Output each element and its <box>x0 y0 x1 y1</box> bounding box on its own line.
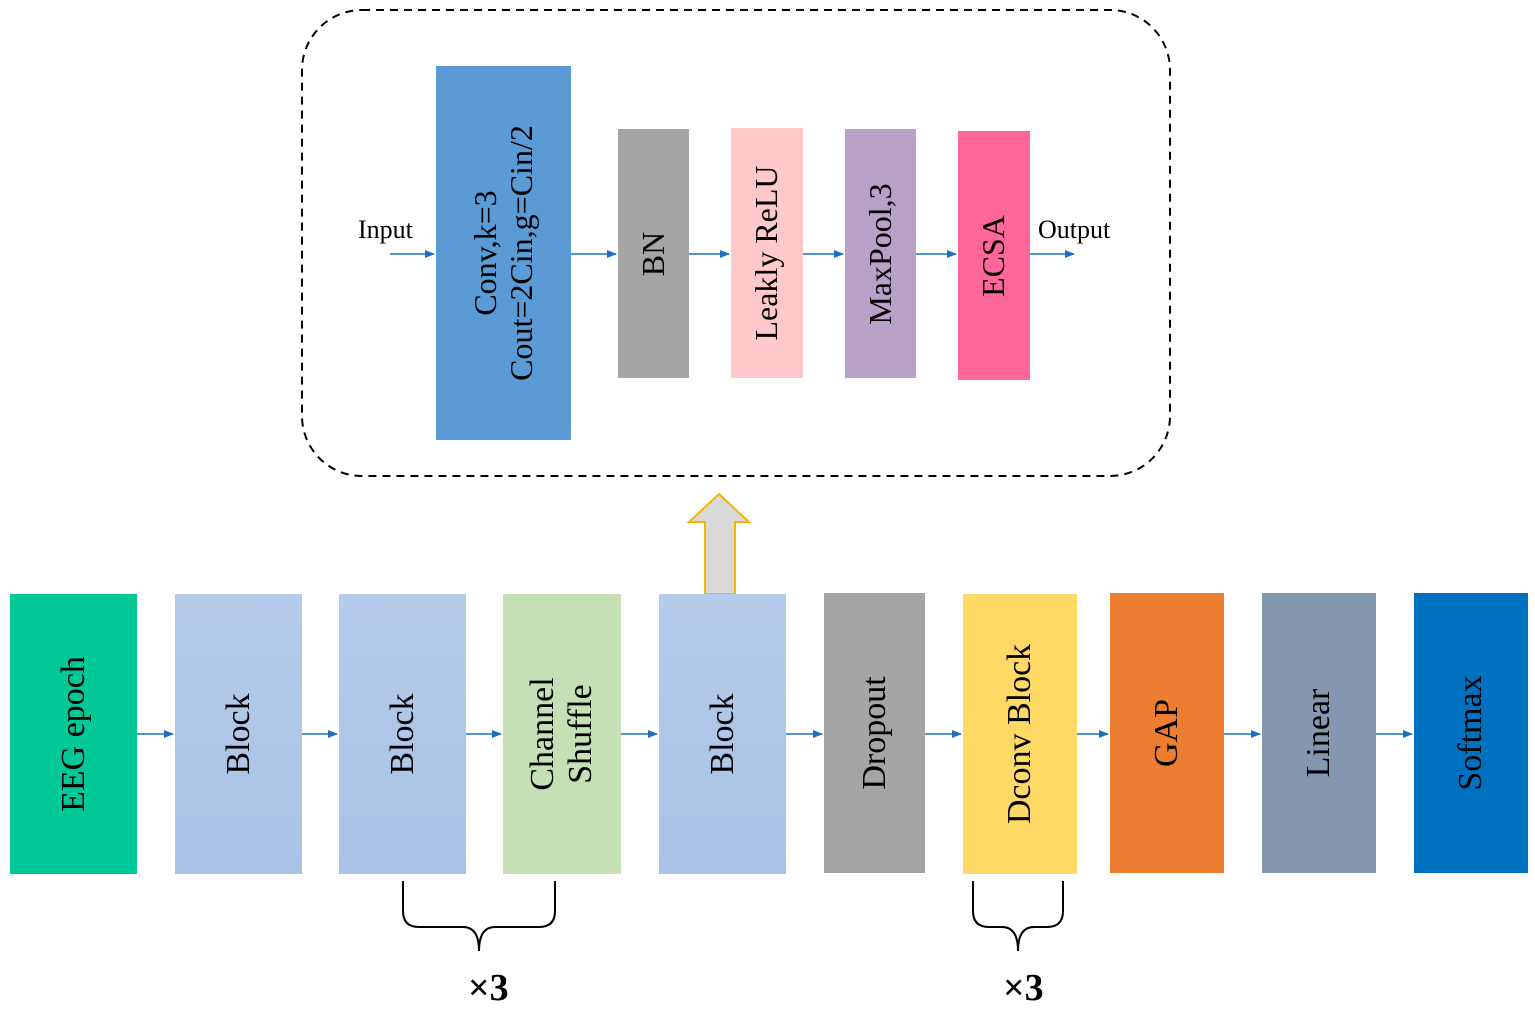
linear-node: Linear <box>1262 593 1376 873</box>
bn-layer-label-line: BN <box>634 231 671 276</box>
dconv-block-node-label-line: Dconv Block <box>1000 643 1038 825</box>
channel-shuffle-node-label-line: Shuffle <box>562 684 599 784</box>
softmax-node-label-line: Softmax <box>1451 675 1489 791</box>
repeat-brace <box>402 881 556 952</box>
channel-shuffle-node-label-line: Channel <box>523 677 561 791</box>
conv-layer-label-line: Conv,k=3 <box>466 190 503 316</box>
repeat-label-dconv: ×3 <box>1003 967 1044 1009</box>
bn-layer: BN <box>618 129 689 378</box>
block-detail-container <box>301 9 1171 477</box>
dropout-node: Dropout <box>824 593 925 873</box>
block-node-label-line: Block <box>703 693 741 775</box>
ecsa-layer: ECSA <box>958 131 1030 380</box>
block-node: Block <box>659 594 786 874</box>
maxpool-layer-label-line: MaxPool,3 <box>861 182 898 325</box>
leaky-relu-layer-label-line: Leakly ReLU <box>748 165 785 341</box>
block-node-label: Block <box>703 693 741 774</box>
gap-node: GAP <box>1110 593 1224 873</box>
block-node-label-line: Block <box>219 693 257 775</box>
conv-layer-label-line: Cout=2Cin,g=Cin/2 <box>502 125 539 381</box>
dropout-node-label-line: Dropout <box>855 676 893 790</box>
gap-node-label-line: GAP <box>1147 698 1185 768</box>
softmax-node: Softmax <box>1414 593 1528 873</box>
leaky-relu-layer-label: Leakly ReLU <box>748 165 785 341</box>
gap-node-label: GAP <box>1148 699 1186 767</box>
linear-node-label: Linear <box>1300 689 1338 778</box>
maxpool-layer: MaxPool,3 <box>845 129 916 378</box>
eeg-epoch-node: EEG epoch <box>10 594 137 874</box>
block-node: Block <box>339 594 466 874</box>
dconv-block-node: Dconv Block <box>963 594 1077 874</box>
dropout-node-label: Dropout <box>855 676 893 789</box>
input-label: Input <box>358 215 413 244</box>
linear-node-label-line: Linear <box>1299 688 1337 778</box>
block-node-label-line: Block <box>383 693 421 775</box>
repeat-brace <box>972 881 1064 952</box>
leaky-relu-layer: Leakly ReLU <box>731 128 803 378</box>
softmax-node-label: Softmax <box>1452 675 1490 790</box>
expand-arrow-icon <box>686 492 752 595</box>
dconv-block-node-label: Dconv Block <box>1001 644 1039 824</box>
maxpool-layer-label: MaxPool,3 <box>861 182 899 325</box>
block-node: Block <box>175 594 302 874</box>
bn-layer-label: BN <box>634 231 672 276</box>
repeat-label-block-shuffle: ×3 <box>468 967 509 1009</box>
block-node-label: Block <box>383 693 421 774</box>
ecsa-layer-label-line: ECSA <box>975 214 1012 297</box>
eeg-epoch-node-label: EEG epoch <box>54 656 92 812</box>
ecsa-layer-label: ECSA <box>975 214 1012 297</box>
block-node-label: Block <box>219 693 257 774</box>
eeg-epoch-node-label-line: EEG epoch <box>54 656 92 812</box>
output-label: Output <box>1038 215 1111 244</box>
